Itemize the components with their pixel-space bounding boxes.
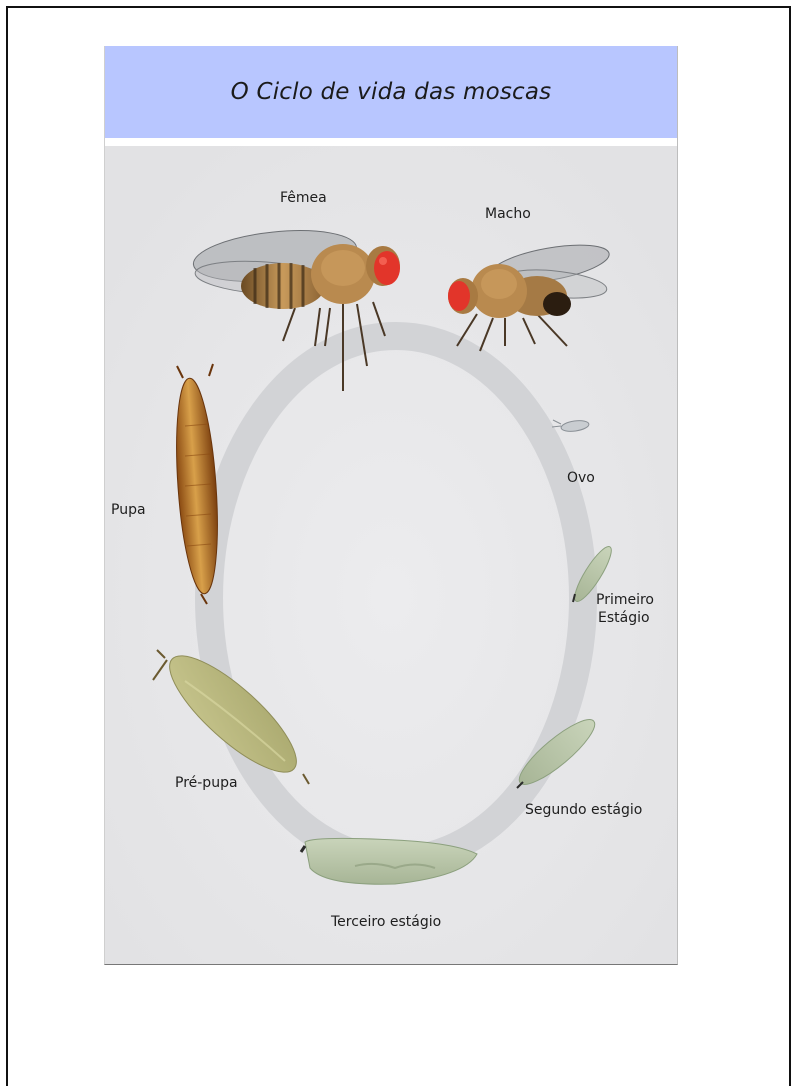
- label-macho: Macho: [485, 206, 531, 224]
- label-terceiro-estagio: Terceiro estágio: [331, 914, 441, 932]
- label-ovo: Ovo: [567, 470, 595, 488]
- label-primeiro-estagio: Primeiro Estágio: [596, 592, 654, 628]
- label-pre-pupa: Pré-pupa: [175, 775, 238, 793]
- label-primeiro-line1: Primeiro: [596, 592, 654, 610]
- label-pupa: Pupa: [111, 502, 146, 520]
- life-cycle-figure: O Ciclo de vida das moscas: [104, 46, 678, 965]
- label-primeiro-line2: Estágio: [596, 610, 654, 628]
- cycle-diagram: [105, 46, 677, 964]
- label-segundo-estagio: Segundo estágio: [525, 802, 642, 820]
- label-femea: Fêmea: [280, 190, 327, 208]
